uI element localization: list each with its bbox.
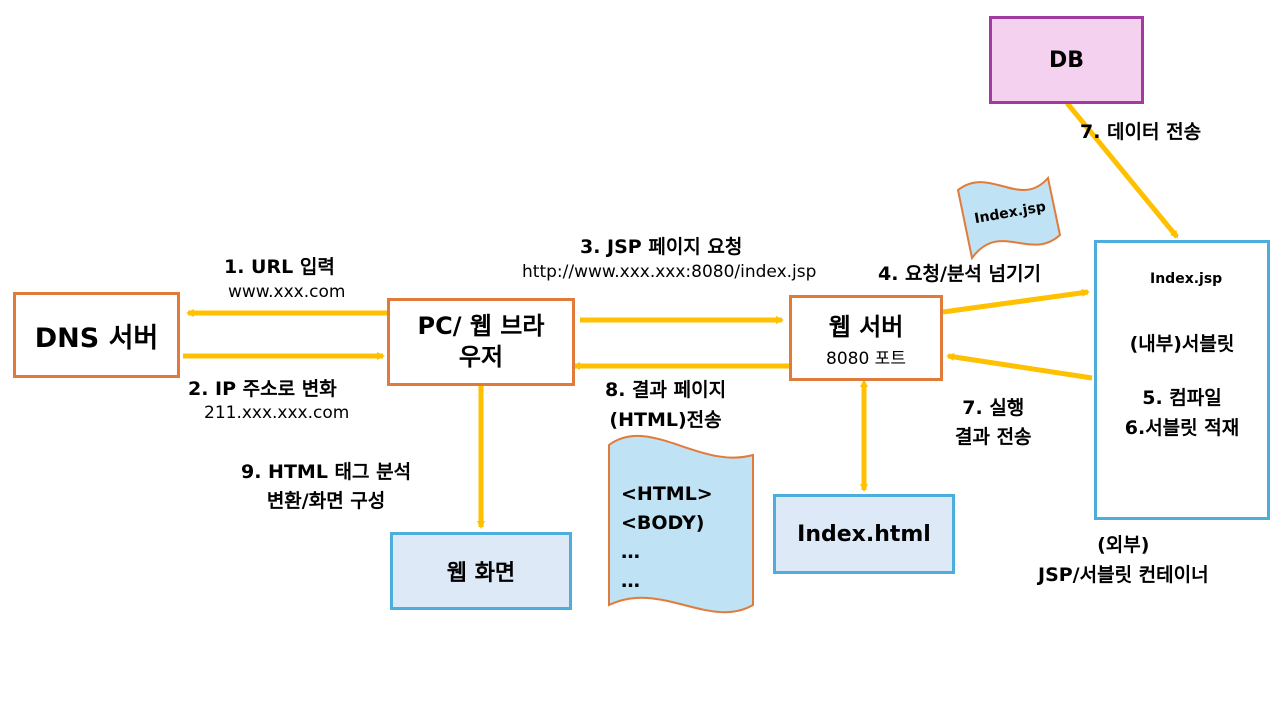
web-server-box: 웹 서버 8080 포트 — [789, 295, 943, 381]
step-7-data-label: 7. 데이터 전송 — [1080, 121, 1202, 143]
jsp-container-box: (내부)서블릿 5. 컴파일 6.서블릿 적재 — [1094, 240, 1270, 520]
web-browser-label-2: 우저 — [458, 343, 504, 371]
step-8-label: 8. 결과 페이지 (HTML)전송 — [605, 375, 726, 435]
step-4-label: 4. 요청/분석 넘기기 — [878, 263, 1041, 285]
dns-server-box: DNS 서버 — [13, 292, 180, 378]
web-screen-box: 웹 화면 — [390, 532, 572, 610]
web-screen-label: 웹 화면 — [446, 561, 516, 586]
step-8-line-1: 8. 결과 페이지 — [605, 379, 727, 401]
arrow-server-to-container — [942, 288, 1090, 315]
arrow-db-to-container — [1065, 101, 1179, 239]
db-label: DB — [1048, 47, 1085, 73]
compile-label: 5. 컴파일 — [1142, 387, 1222, 409]
step-3-sub: http://www.xxx.xxx:8080/index.jsp — [522, 262, 817, 282]
step-9-label: 9. HTML 태그 분석 변환/화면 구성 — [241, 458, 411, 516]
web-server-port: 8080 포트 — [826, 349, 906, 369]
index-html-box: Index.html — [773, 494, 955, 574]
step-8-line-2: (HTML)전송 — [609, 409, 722, 431]
step-9-line-2: 변환/화면 구성 — [266, 490, 386, 512]
step-9-line-1: 9. HTML 태그 분석 — [241, 461, 412, 483]
container-label: (외부) JSP/서블릿 컨테이너 — [1038, 530, 1209, 590]
arrow-container-to-server — [946, 352, 1093, 381]
step-7-exec-label: 7. 실행 결과 전송 — [955, 394, 1032, 452]
html-doc-line: … — [621, 541, 640, 563]
index-jsp-flag-inner: Index.jsp — [1150, 271, 1223, 287]
step-7-exec-line-1: 7. 실행 — [962, 397, 1025, 419]
html-doc-line: <BODY) — [621, 512, 705, 534]
servlet-inner-label: (내부)서블릿 — [1129, 333, 1235, 355]
step-1-sub: www.xxx.com — [228, 282, 346, 302]
step-3-label: 3. JSP 페이지 요청 — [580, 236, 743, 258]
step-1-label: 1. URL 입력 — [224, 256, 335, 278]
servlet-load-label: 6.서블릿 적재 — [1124, 417, 1240, 439]
step-7-exec-line-2: 결과 전송 — [955, 426, 1032, 448]
web-server-label: 웹 서버 — [828, 313, 904, 341]
container-label-line-2: JSP/서블릿 컨테이너 — [1038, 564, 1209, 586]
html-doc-line: … — [621, 570, 640, 592]
html-doc-line: <HTML> — [621, 483, 713, 505]
html-document-shape — [608, 434, 754, 614]
index-jsp-flag-top-shape — [956, 175, 1062, 261]
web-browser-label-1: PC/ 웹 브라 — [417, 312, 545, 340]
db-box: DB — [989, 16, 1144, 104]
index-html-label: Index.html — [797, 521, 931, 547]
web-browser-box: PC/ 웹 브라 우저 — [387, 298, 575, 386]
step-2-label: 2. IP 주소로 변화 — [188, 378, 337, 400]
container-label-line-1: (외부) — [1097, 534, 1150, 556]
html-document-content: <HTML> <BODY) … … — [621, 480, 713, 596]
dns-server-label: DNS 서버 — [34, 322, 159, 354]
step-2-sub: 211.xxx.xxx.com — [204, 403, 350, 423]
